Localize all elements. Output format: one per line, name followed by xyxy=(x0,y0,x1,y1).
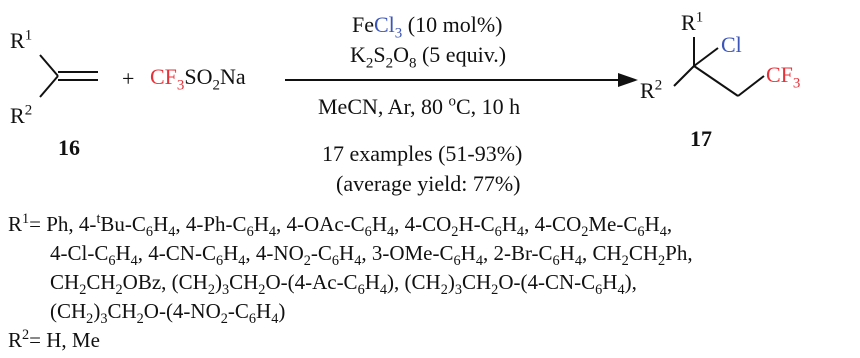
condition-catalyst: FeCl3 (10 mol%) xyxy=(352,12,503,42)
bond-p-cl xyxy=(693,47,719,67)
reagent-cf3so2na: CF3SO2Na xyxy=(150,64,246,94)
condition-solvent: MeCN, Ar, 80 oC, 10 h xyxy=(318,93,521,119)
r2-definition: R2= H, Me xyxy=(8,327,100,352)
product-label: 17 xyxy=(690,126,712,151)
bond-p-r2 xyxy=(673,65,695,87)
product-r2: R2 xyxy=(640,77,663,103)
bond-p-cf3 xyxy=(737,75,765,97)
product-cf3: CF3 xyxy=(766,62,801,92)
product-r1: R1 xyxy=(681,9,704,35)
condition-oxidant: K2S2O8 (5 equiv.) xyxy=(350,42,507,72)
reactant-r1: R1 xyxy=(10,27,33,53)
bond-p-ch2 xyxy=(693,65,739,97)
r1-definition-line2: 4-Cl-C6H4, 4-CN-C6H4, 4-NO2-C6H4, 3-OMe-… xyxy=(50,241,693,270)
average-yield: (average yield: 77%) xyxy=(336,171,521,196)
reaction-arrow-head xyxy=(618,73,638,87)
r1-definition-line1: R1= Ph, 4-tBu-C6H4, 4-Ph-C6H4, 4-OAc-C6H… xyxy=(8,211,673,241)
examples-count: 17 examples (51-93%) xyxy=(322,141,523,166)
r1-definition-line4: (CH2)3CH2O-(4-NO2-C6H4) xyxy=(50,299,286,328)
bond-r1 xyxy=(39,54,59,77)
bond-r2 xyxy=(39,75,59,98)
plus-sign: + xyxy=(122,66,135,91)
r1-definition-line3: CH2CH2OBz, (CH2)3CH2O-(4-Ac-C6H4), (CH2)… xyxy=(50,270,637,299)
reactant-r2: R2 xyxy=(10,102,33,128)
product-cl: Cl xyxy=(721,32,742,57)
reactant-label: 16 xyxy=(58,135,80,160)
